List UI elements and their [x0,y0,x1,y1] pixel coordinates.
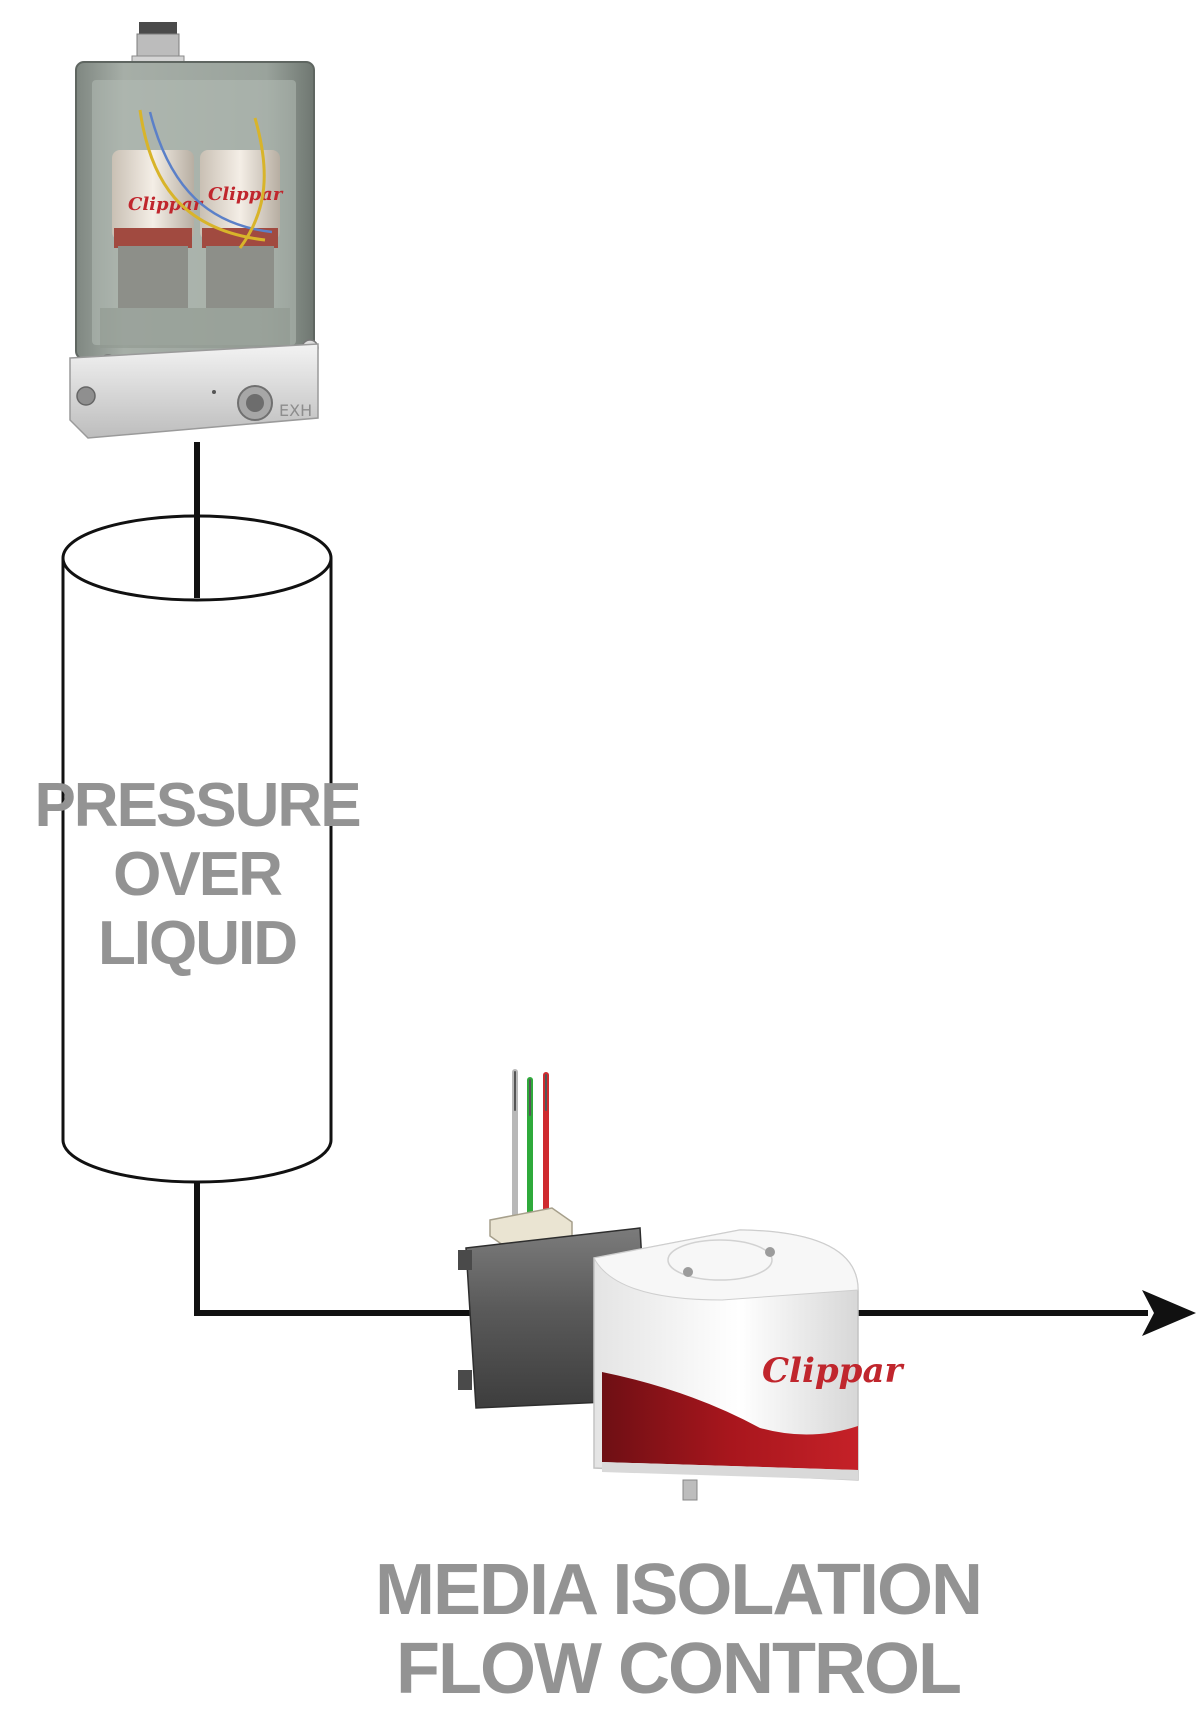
solenoid-valves-icon: Clippar Clippar [112,109,284,308]
flow-arrow-head [1142,1290,1196,1336]
exhaust-port-label: EXH [279,401,312,420]
tank-label-line-3: LIQUID [98,909,296,978]
tank-label-line-1: PRESSURE [34,771,359,840]
tank-label-line-2: OVER [113,840,282,909]
valve-brand: Clippar [762,1351,904,1391]
valve-stem [682,1479,698,1501]
piping [194,442,1148,1316]
caption-line-1: MEDIA ISOLATION [375,1550,981,1630]
lead-wires-icon [512,1069,549,1218]
media-isolation-valve: Clippar [458,1069,904,1501]
pressure-controller: Clippar Clippar EXH [69,22,319,439]
caption-line-2: FLOW CONTROL [396,1629,960,1709]
liquid-tank: PRESSURE OVER LIQUID [34,514,362,1184]
controller-brand-right: Clippar [208,184,284,205]
valve-red-band [602,1372,858,1470]
port-icon [76,386,96,406]
pipe-tank-to-valve [194,1183,470,1316]
